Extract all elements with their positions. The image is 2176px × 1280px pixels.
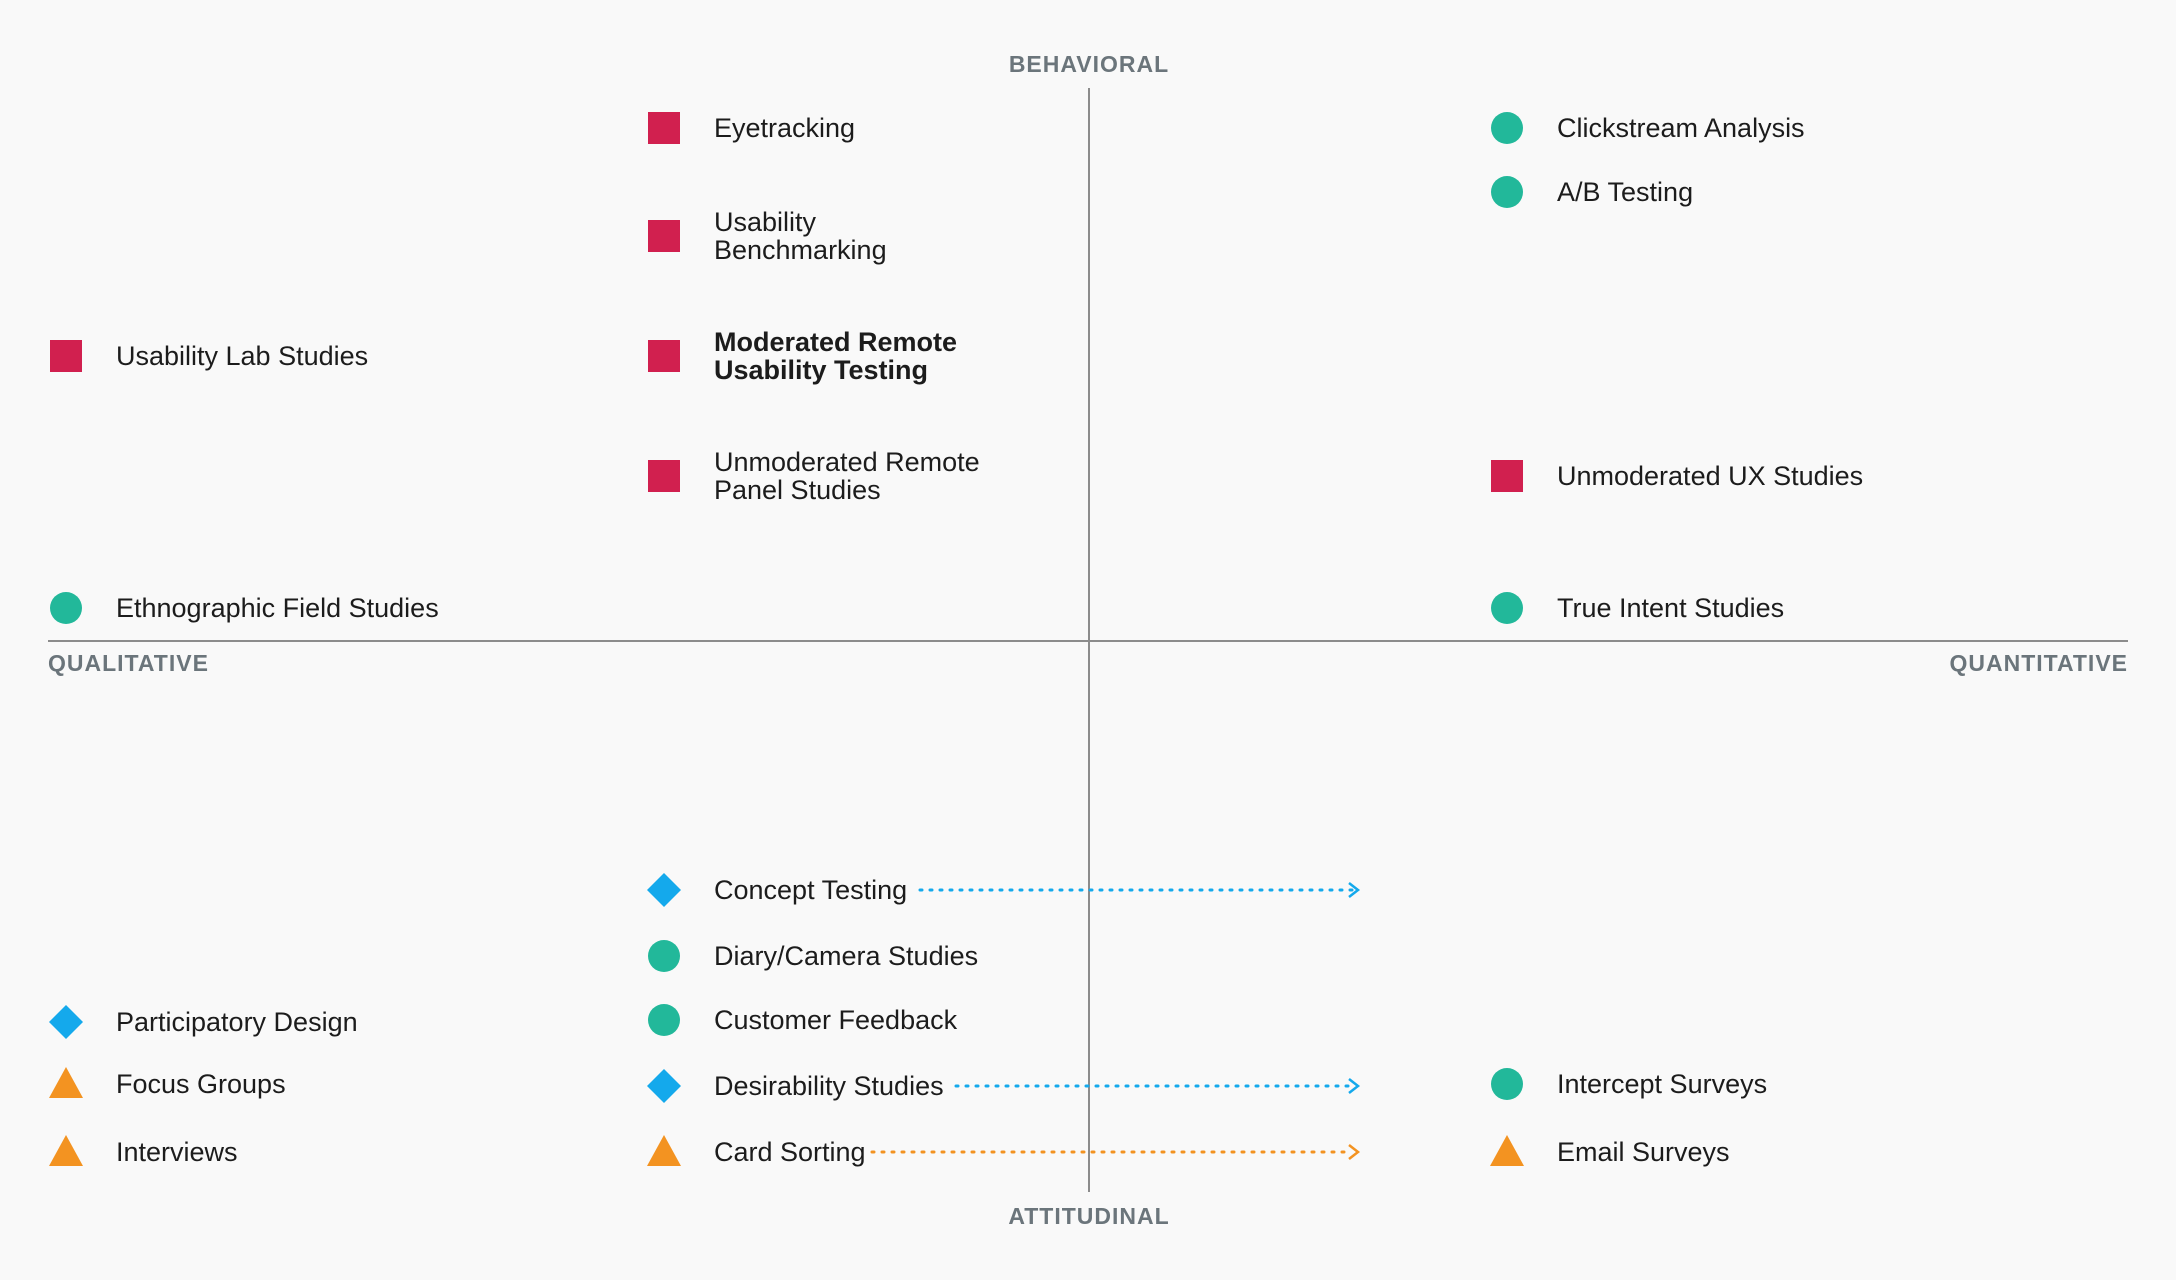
method-label: Unmoderated Remote — [714, 447, 980, 477]
method-label: Usability Lab Studies — [116, 341, 368, 371]
arrow-head-icon — [1348, 1144, 1361, 1160]
arrow-head-icon — [1348, 882, 1361, 898]
circle-icon — [1491, 112, 1523, 144]
method-label: Usability — [714, 207, 817, 237]
circle-icon — [50, 592, 82, 624]
method-ab-testing: A/B Testing — [1491, 176, 1693, 208]
method-label: Benchmarking — [714, 235, 887, 265]
method-diary-camera-studies: Diary/Camera Studies — [648, 940, 978, 972]
method-label: Interviews — [116, 1137, 238, 1167]
method-true-intent-studies: True Intent Studies — [1491, 592, 1784, 624]
method-label: Desirability Studies — [714, 1071, 944, 1101]
axis-label-behavioral: BEHAVIORAL — [1009, 51, 1169, 77]
method-label: Email Surveys — [1557, 1137, 1730, 1167]
method-interviews: Interviews — [49, 1135, 238, 1167]
axis-label-quantitative: QUANTITATIVE — [1949, 650, 2128, 676]
square-icon — [648, 460, 680, 492]
square-icon — [648, 220, 680, 252]
square-icon — [50, 340, 82, 372]
method-customer-feedback: Customer Feedback — [648, 1004, 958, 1036]
dotted-arrow-desirability-studies — [954, 1078, 1361, 1094]
circle-icon — [648, 1004, 680, 1036]
circle-icon — [1491, 1068, 1523, 1100]
method-focus-groups: Focus Groups — [49, 1067, 286, 1099]
triangle-icon — [647, 1135, 681, 1166]
method-card-sorting: Card Sorting — [647, 1135, 866, 1167]
dotted-arrow-card-sorting — [870, 1144, 1361, 1160]
arrows — [870, 882, 1361, 1160]
method-eyetracking: Eyetracking — [648, 112, 855, 144]
diamond-icon — [647, 873, 681, 907]
circle-icon — [648, 940, 680, 972]
method-label: Diary/Camera Studies — [714, 941, 978, 971]
method-ethnographic-field-studies: Ethnographic Field Studies — [50, 592, 439, 624]
method-clickstream-analysis: Clickstream Analysis — [1491, 112, 1805, 144]
method-intercept-surveys: Intercept Surveys — [1491, 1068, 1767, 1100]
dotted-arrow-concept-testing — [918, 882, 1361, 898]
arrow-head-icon — [1348, 1078, 1361, 1094]
square-icon — [1491, 460, 1523, 492]
square-icon — [648, 340, 680, 372]
circle-icon — [1491, 592, 1523, 624]
method-label: Concept Testing — [714, 875, 907, 905]
method-label: Card Sorting — [714, 1137, 866, 1167]
method-email-surveys: Email Surveys — [1490, 1135, 1730, 1167]
diamond-icon — [49, 1005, 83, 1039]
axes: BEHAVIORAL ATTITUDINAL QUALITATIVE QUANT… — [48, 51, 2128, 1229]
method-desirability-studies: Desirability Studies — [647, 1069, 944, 1103]
method-label: Usability Testing — [714, 355, 928, 385]
method-label: Panel Studies — [714, 475, 881, 505]
method-label: Focus Groups — [116, 1069, 286, 1099]
method-label: Clickstream Analysis — [1557, 113, 1805, 143]
triangle-icon — [49, 1135, 83, 1166]
method-label: Moderated Remote — [714, 327, 957, 357]
method-participatory-design: Participatory Design — [49, 1005, 358, 1039]
method-label: Customer Feedback — [714, 1005, 958, 1035]
method-label: Ethnographic Field Studies — [116, 593, 439, 623]
method-label: Participatory Design — [116, 1007, 358, 1037]
method-label: True Intent Studies — [1557, 593, 1784, 623]
method-label: Eyetracking — [714, 113, 855, 143]
method-items: EyetrackingUsabilityBenchmarkingUsabilit… — [49, 112, 1863, 1167]
method-concept-testing: Concept Testing — [647, 873, 907, 907]
method-label: Intercept Surveys — [1557, 1069, 1767, 1099]
diamond-icon — [647, 1069, 681, 1103]
triangle-icon — [49, 1067, 83, 1098]
method-usability-lab-studies: Usability Lab Studies — [50, 340, 368, 372]
square-icon — [648, 112, 680, 144]
method-unmoderated-ux-studies: Unmoderated UX Studies — [1491, 460, 1863, 492]
method-label: A/B Testing — [1557, 177, 1693, 207]
axis-label-qualitative: QUALITATIVE — [48, 650, 209, 676]
method-label: Unmoderated UX Studies — [1557, 461, 1863, 491]
axis-label-attitudinal: ATTITUDINAL — [1008, 1203, 1169, 1229]
triangle-icon — [1490, 1135, 1524, 1166]
circle-icon — [1491, 176, 1523, 208]
